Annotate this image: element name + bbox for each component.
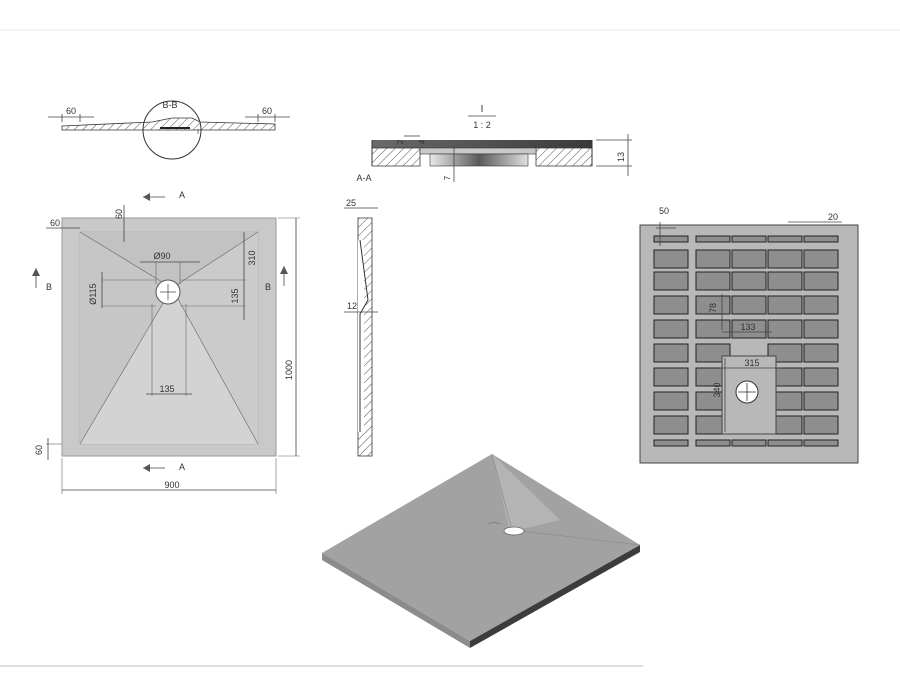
iso-side-edge [470, 545, 640, 648]
rib-cell [695, 295, 731, 315]
section-bb-view: 60 60 B-B I [48, 100, 290, 160]
side-view-dim-12: 12 [347, 301, 357, 311]
rib-cell [695, 249, 731, 269]
bottom-view-dim-315: 315 [744, 358, 759, 368]
rib-cell [653, 249, 689, 269]
top-view-dim-135-bottom: 135 [159, 384, 174, 394]
marker-a-top: A [179, 190, 185, 200]
rib-slot [653, 235, 689, 243]
iso-front-edge [322, 553, 470, 648]
detail-dim-2: 2 [396, 139, 405, 144]
side-view: 25 12 [344, 198, 378, 457]
bottom-view-dim-50: 50 [659, 206, 669, 216]
detail-id: I [481, 104, 484, 115]
top-view-dim-310: 310 [247, 250, 257, 265]
rib-slot [695, 235, 731, 243]
rib-cell [803, 415, 839, 435]
bottom-view-dim-340: 340 [712, 382, 722, 397]
top-view-dim-135-right: 135 [230, 288, 240, 303]
marker-b-right: B [265, 282, 271, 292]
top-view-dim-60-bottom: 60 [34, 445, 44, 455]
top-view-dim-1000: 1000 [284, 360, 294, 380]
marker-a-bottom: A [179, 462, 185, 472]
top-view: A A B B 60 60 Ø90 310 135 Ø115 [32, 190, 300, 494]
section-bb-detail-circle [142, 100, 202, 160]
bottom-view-dim-78: 78 [708, 303, 718, 313]
side-view-dim-25: 25 [346, 198, 356, 208]
top-view-dim-drain-dia: Ø90 [153, 251, 170, 261]
rib-cell [731, 271, 767, 291]
rib-cell [803, 295, 839, 315]
rib-cell [767, 295, 803, 315]
isometric-view [322, 453, 641, 648]
rib-slot [695, 439, 731, 447]
rib-cell [803, 367, 839, 387]
rib-cell [695, 271, 731, 291]
rib-slot [767, 235, 803, 243]
detail-dim-13: 13 [616, 152, 626, 162]
bottom-view: 50 20 78 133 315 340 [639, 206, 859, 464]
top-view-dim-60-top: 60 [114, 209, 124, 219]
rib-cell [695, 319, 731, 339]
rib-slot [653, 439, 689, 447]
iso-top-surface [322, 454, 640, 641]
detail-slab-top [372, 140, 592, 148]
rib-cell [731, 249, 767, 269]
rib-cell [803, 343, 839, 363]
marker-b-left: B [46, 282, 52, 292]
top-view-dim-900: 900 [164, 480, 179, 490]
rib-cell [653, 343, 689, 363]
rib-cell [803, 319, 839, 339]
rib-slot [803, 439, 839, 447]
section-bb-label: B-B [162, 100, 177, 110]
section-aa-detail: I 1 : 2 2 4 7 13 A-A [356, 104, 632, 183]
detail-dim-7: 7 [443, 175, 452, 180]
rib-cell [653, 415, 689, 435]
rib-cell [803, 391, 839, 411]
rib-slot [731, 235, 767, 243]
detail-dim-4: 4 [418, 139, 427, 144]
rib-cell [653, 271, 689, 291]
bottom-view-dim-20: 20 [828, 212, 838, 222]
rib-slot [803, 235, 839, 243]
rib-cell [731, 319, 767, 339]
section-aa-label: A-A [356, 173, 371, 183]
detail-scale: 1 : 2 [473, 120, 491, 130]
iso-drain [503, 526, 525, 536]
section-bb-tag: I [197, 129, 199, 136]
section-bb-dim-left: 60 [66, 106, 76, 116]
top-view-dim-115: Ø115 [88, 283, 98, 304]
rib-cell [803, 249, 839, 269]
rib-cell [731, 295, 767, 315]
rib-cell [653, 319, 689, 339]
detail-drain-body [429, 153, 529, 167]
rib-cell [767, 319, 803, 339]
rib-cell [767, 271, 803, 291]
bottom-view-dim-133: 133 [740, 322, 755, 332]
rib-cell [653, 295, 689, 315]
section-bb-dim-right: 60 [262, 106, 272, 116]
rib-slot [767, 439, 803, 447]
rib-slot [731, 439, 767, 447]
rib-cell [767, 249, 803, 269]
top-view-dim-60-left: 60 [50, 218, 60, 228]
rib-cell [803, 271, 839, 291]
rib-cell [653, 367, 689, 387]
rib-cell [653, 391, 689, 411]
